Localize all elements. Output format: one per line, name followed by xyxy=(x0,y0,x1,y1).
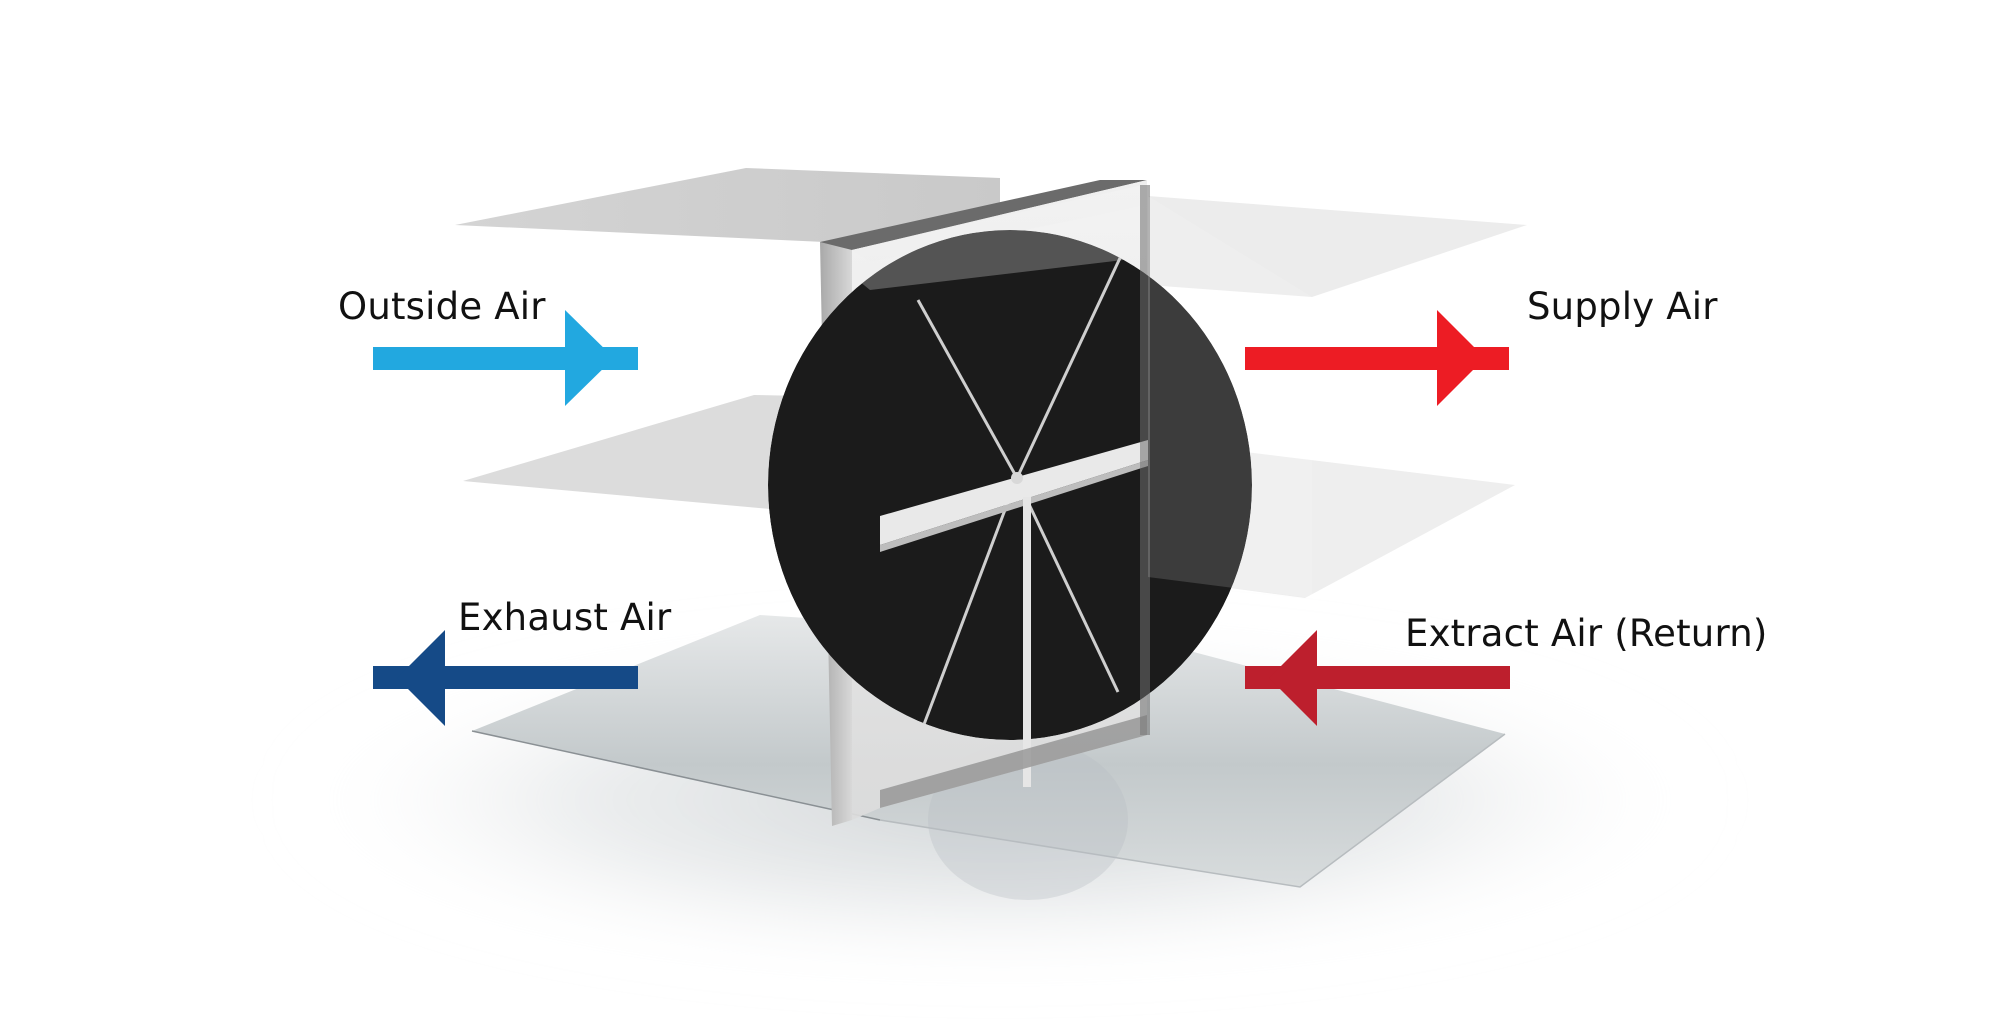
frame-bottom-rail xyxy=(880,715,1147,808)
top-plane-left xyxy=(455,168,1000,250)
outside-air-label: Outside Air xyxy=(338,285,546,328)
divider-beam xyxy=(880,440,1148,545)
frame-right-edge xyxy=(1140,185,1150,735)
outside-air-arrow-icon xyxy=(373,310,638,406)
center-post xyxy=(1023,497,1031,787)
extract-air-arrow-icon xyxy=(1245,630,1510,726)
wheel-hub xyxy=(1011,472,1023,484)
frame-top-edge xyxy=(820,180,1147,250)
top-plane-right xyxy=(1148,196,1527,297)
supply-air-label: Supply Air xyxy=(1527,285,1718,328)
extract-air-label: Extract Air (Return) xyxy=(1405,612,1768,655)
exhaust-air-arrow-icon xyxy=(373,630,638,726)
supply-air-arrow-icon xyxy=(1245,310,1509,406)
exhaust-air-label: Exhaust Air xyxy=(458,596,672,639)
